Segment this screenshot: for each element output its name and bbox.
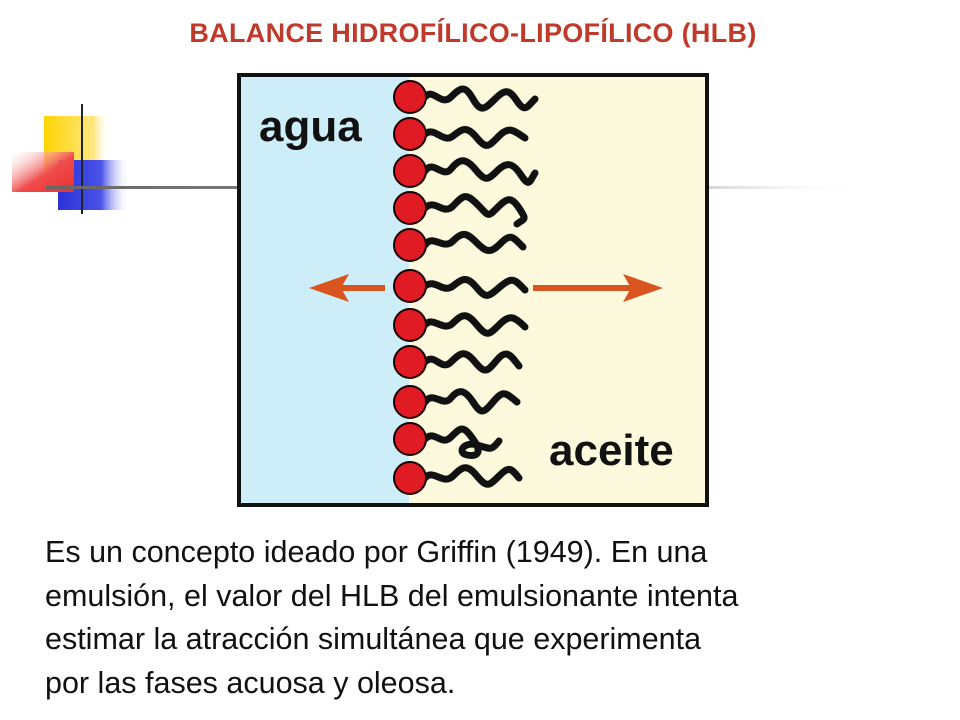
- right-arrow: [533, 274, 663, 302]
- tail: [421, 157, 539, 186]
- head: [393, 422, 427, 456]
- head: [393, 154, 427, 188]
- tail: [421, 350, 523, 374]
- oil-water-interface-diagram: agua aceite: [237, 73, 709, 507]
- head: [393, 385, 427, 419]
- tail: [421, 126, 529, 149]
- head: [393, 345, 427, 379]
- lipophilic-tails: [421, 85, 539, 488]
- water-label: agua: [259, 102, 362, 151]
- tail: [421, 312, 529, 337]
- hydrophilic-heads: [393, 80, 427, 495]
- head: [393, 461, 427, 495]
- head: [393, 191, 427, 225]
- oil-label: aceite: [549, 426, 674, 475]
- tail: [421, 425, 503, 459]
- tail: [421, 85, 539, 112]
- head: [393, 117, 427, 151]
- slide-body-text: Es un concepto ideado por Griffin (1949)…: [45, 535, 739, 700]
- tail: [421, 231, 527, 254]
- slide-title: BALANCE HIDROFÍLICO-LIPOFÍLICO (HLB): [189, 18, 757, 48]
- diagram-frame: [237, 73, 709, 507]
- head: [393, 269, 427, 303]
- tail: [421, 388, 521, 415]
- left-arrow: [309, 274, 385, 302]
- tail: [421, 276, 529, 299]
- tail: [421, 193, 528, 228]
- head: [393, 228, 427, 262]
- head: [393, 308, 427, 342]
- tail: [421, 464, 523, 488]
- deco-red-square: [12, 152, 74, 192]
- head: [393, 80, 427, 114]
